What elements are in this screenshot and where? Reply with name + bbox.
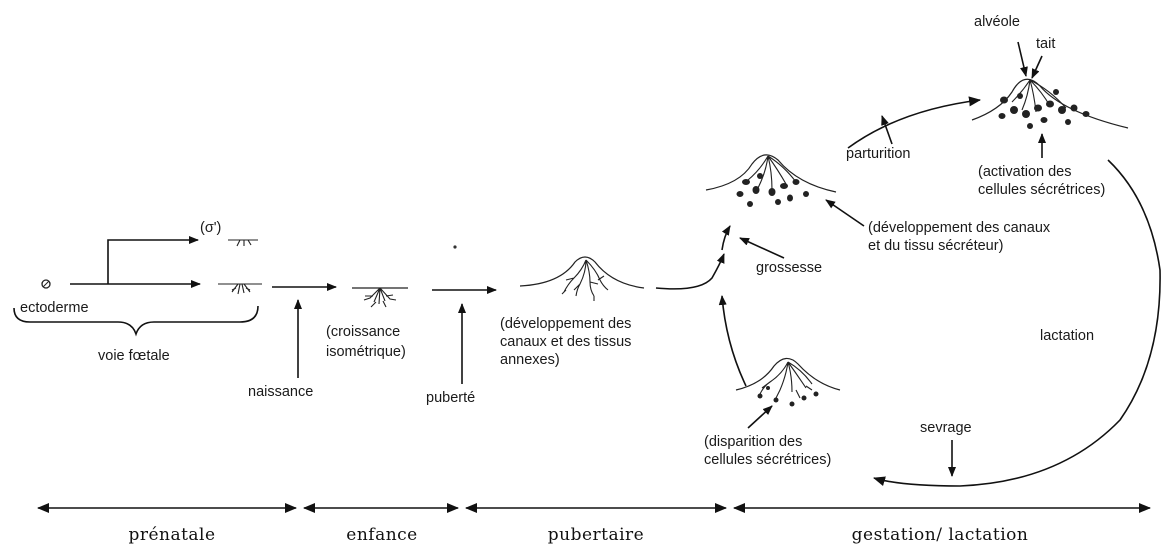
involution-gland <box>735 357 841 407</box>
sevrage-label: sevrage <box>920 420 972 436</box>
involution-arc <box>718 295 747 387</box>
phase-pubertaire: pubertaire <box>548 525 645 545</box>
pubertal-gland <box>519 256 645 301</box>
disparition-label-1: (disparition des <box>704 434 802 450</box>
tait-label: tait <box>1036 36 1055 52</box>
dev-secreteur-pointer <box>825 199 865 227</box>
dev-secreteur-label-2: et du tissu sécréteur) <box>868 238 1003 254</box>
disparition-pointer <box>747 405 773 429</box>
male-label: (σ') <box>200 220 221 236</box>
parturition-pointer <box>881 115 893 145</box>
activation-label-1: (activation des <box>978 164 1072 180</box>
puberte-label: puberté <box>426 390 475 406</box>
pregnancy-gland <box>705 154 837 207</box>
male-bud <box>228 239 258 247</box>
grossesse-label: grossesse <box>756 260 822 276</box>
cycle-arrows <box>655 96 1161 487</box>
dev-secreteur-label-1: (développement des canaux <box>868 220 1051 236</box>
grossesse-pointer <box>739 237 785 259</box>
dev-canaux-label-2: canaux et des tissus <box>500 334 631 350</box>
timeline: prénatale enfance pubertaire gestation/ … <box>37 503 1151 545</box>
pregnancy-curve <box>721 225 731 251</box>
childhood-section <box>272 245 497 384</box>
phase-gestation-lactation: gestation/ lactation <box>852 525 1029 545</box>
phase-enfance: enfance <box>346 525 417 545</box>
phase-prenatale: prénatale <box>128 525 215 545</box>
ectoderme-label: ectoderme <box>20 300 89 316</box>
voie-foetale-label: voie fœtale <box>98 348 170 364</box>
lactation-arc <box>873 159 1161 487</box>
female-bud <box>218 283 262 295</box>
dev-canaux-label-1: (développement des <box>500 316 631 332</box>
tait-pointer <box>1031 55 1043 79</box>
naissance-label: naissance <box>248 384 313 400</box>
activation-label-2: cellules sécrétrices) <box>978 182 1105 198</box>
alveole-pointer <box>1017 41 1028 77</box>
lactating-gland <box>971 78 1129 129</box>
parturition-arc <box>847 96 981 149</box>
croissance-label-1: (croissance <box>326 324 400 340</box>
parturition-label: parturition <box>846 146 910 162</box>
croissance-label-2: isométrique) <box>326 344 406 360</box>
male-branch-arrow <box>107 236 199 284</box>
child-gland <box>352 287 408 308</box>
lactation-label: lactation <box>1040 328 1094 344</box>
alveole-label: alvéole <box>974 14 1020 30</box>
ectoderm-dot <box>41 279 51 289</box>
disparition-label-2: cellules sécrétrices) <box>704 452 831 468</box>
to-pregnancy-arrow <box>655 253 725 290</box>
dev-canaux-label-3: annexes) <box>500 352 560 368</box>
foetal-brace <box>13 305 259 337</box>
prenatal-pathway <box>13 236 262 337</box>
